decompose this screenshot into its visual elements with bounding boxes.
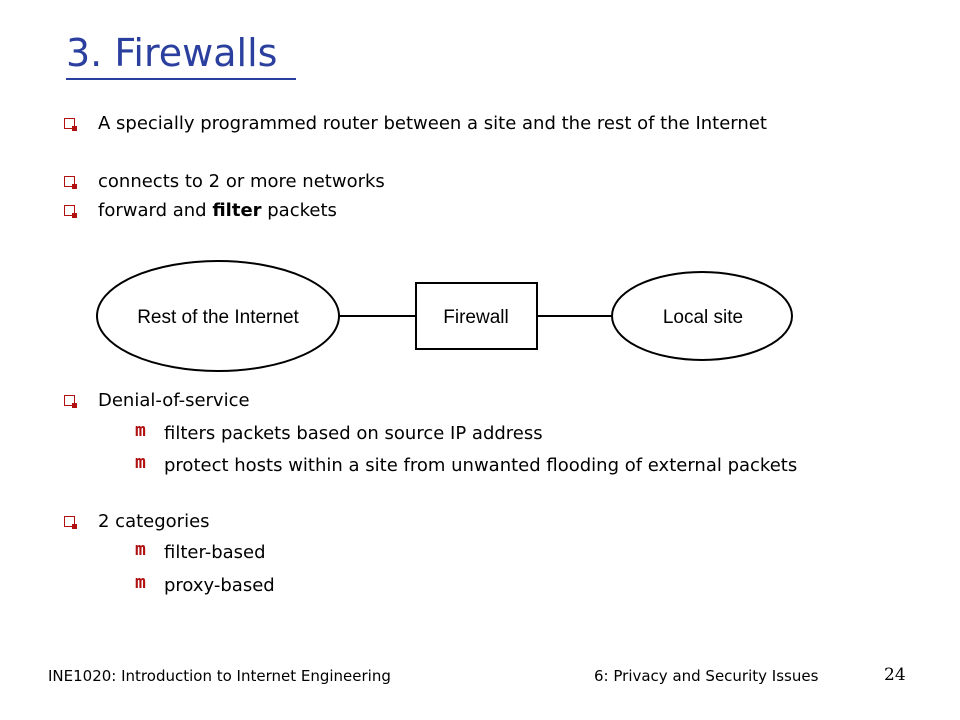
bullet-marker [64, 118, 77, 131]
slide-title: 3. Firewalls [66, 31, 278, 75]
bullet-text-part: packets [261, 200, 337, 221]
internet-label: Rest of the Internet [137, 307, 299, 328]
footer-course: INE1020: Introduction to Internet Engine… [48, 667, 391, 685]
firewall-label: Firewall [443, 307, 508, 328]
bullet-marker [64, 205, 77, 218]
sub-bullet-text: filter-based [164, 542, 266, 563]
bullet-marker [64, 395, 77, 408]
bullet-keyword: filter [212, 200, 262, 221]
bullet-text: connects to 2 or more networks [98, 171, 385, 192]
bullet-text-part: forward and [98, 200, 213, 221]
bullet-text: 2 categories [98, 511, 210, 532]
firewall-diagram: Rest of the Internet Firewall Local site [96, 260, 793, 372]
firewall-box [415, 282, 538, 350]
footer-chapter: 6: Privacy and Security Issues [594, 667, 819, 685]
sub-bullet-marker [135, 572, 146, 593]
page-number: 24 [884, 665, 906, 685]
local-site-ellipse [611, 271, 793, 361]
sub-bullet-text: filters packets based on source IP addre… [164, 423, 543, 444]
sub-bullet-text: proxy-based [164, 575, 275, 596]
sub-bullet-marker [135, 452, 146, 473]
sub-bullet-marker [135, 539, 146, 560]
bullet-text: A specially programmed router between a … [98, 113, 767, 134]
sub-bullet-marker [135, 420, 146, 441]
title-underline [66, 78, 296, 80]
sub-bullet-text: protect hosts within a site from unwante… [164, 455, 798, 476]
bullet-text: forward and filter packets [98, 199, 858, 223]
bullet-text: Denial-of-service [98, 390, 250, 411]
bullet-marker [64, 176, 77, 189]
bullet-marker [64, 516, 77, 529]
local-site-label: Local site [663, 307, 743, 328]
